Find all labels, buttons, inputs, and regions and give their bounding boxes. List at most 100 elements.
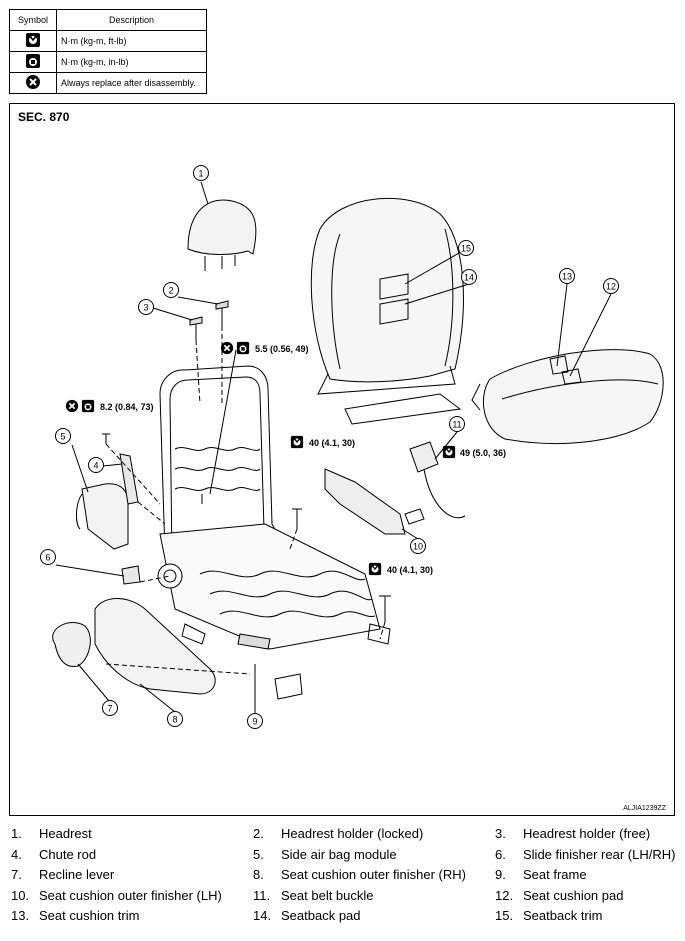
- replace-x-icon: [65, 399, 79, 413]
- part-number: 13.: [11, 908, 30, 924]
- headrest-holders-shape: [189, 300, 229, 340]
- callout-number: 5: [60, 432, 65, 442]
- part-name: Slide finisher rear (LH/RH): [523, 846, 676, 862]
- callout-marker: 8: [167, 711, 183, 727]
- callout-number: 7: [107, 704, 112, 714]
- legend-header-row: Symbol Description: [9, 9, 207, 31]
- part-name: Headrest holder (locked): [281, 826, 424, 841]
- callout-number: 9: [252, 717, 257, 727]
- callout-marker: 10: [410, 538, 426, 554]
- part-name: Seat cushion pad: [523, 887, 624, 903]
- figure-id: ALJIA1239ZZ: [623, 805, 666, 812]
- callout-marker: 5: [55, 428, 71, 444]
- legend-row: N·m (kg-m, in-lb): [9, 51, 207, 73]
- callout-number: 4: [93, 461, 98, 471]
- seat-frame-shape: [157, 365, 391, 700]
- part-number: 1.: [11, 826, 22, 841]
- seatback-shape: [310, 197, 464, 425]
- legend-description-header: Description: [56, 9, 207, 31]
- part-name: Seatback pad: [281, 908, 361, 924]
- callout-number: 15: [461, 244, 471, 254]
- part-name: Seat cushion trim: [39, 908, 140, 924]
- torque-value: 8.2 (0.84, 73): [100, 402, 154, 412]
- torque-wrench-icon: [290, 435, 304, 449]
- symbol-legend-table: Symbol Description N·m (kg-m, ft-lb) N·m…: [9, 9, 207, 94]
- part-number: 12.: [495, 887, 514, 903]
- callout-marker: 15: [458, 240, 474, 256]
- part-number: 9.: [495, 867, 506, 883]
- torque-wrench-icon: [442, 445, 456, 459]
- torque-annotation-40-a: 40 (4.1, 30): [290, 435, 355, 449]
- part-name: Side air bag module: [281, 846, 397, 862]
- bolts-shape: [102, 433, 391, 622]
- part-number: 3.: [495, 826, 506, 841]
- legend-symbol-header: Symbol: [9, 9, 57, 31]
- callout-marker: 7: [102, 700, 118, 716]
- torque-wrench-icon: [368, 562, 382, 576]
- torque-annotation-40-b: 40 (4.1, 30): [368, 562, 433, 576]
- part-number: 10.: [11, 887, 30, 903]
- part-name: Seat cushion outer finisher (RH): [281, 867, 466, 883]
- callout-number: 11: [452, 420, 461, 430]
- exploded-view-diagram: SEC. 870 ALJIA1239ZZ: [9, 103, 675, 816]
- callout-marker: 14: [461, 269, 477, 285]
- part-number: 2.: [253, 826, 264, 841]
- part-name: Headrest: [39, 826, 92, 841]
- callout-number: 14: [464, 273, 474, 283]
- callout-marker: 2: [163, 282, 179, 298]
- part-name: Seat frame: [523, 867, 587, 883]
- callout-number: 1: [198, 169, 203, 179]
- part-name: Seat belt buckle: [281, 887, 374, 903]
- callout-number: 8: [172, 715, 177, 725]
- callout-number: 3: [143, 303, 148, 313]
- part-name: Seat cushion outer finisher (LH): [39, 887, 222, 903]
- callout-marker: 13: [559, 268, 575, 284]
- legend-description: N·m (kg-m, ft-lb): [56, 30, 207, 52]
- callout-marker: 4: [88, 457, 104, 473]
- part-name: Chute rod: [39, 846, 97, 862]
- slide-finisher-shape: [121, 565, 141, 585]
- recline-lever-shape: [52, 622, 91, 668]
- callout-number: 10: [413, 542, 423, 552]
- chute-rod-shape: [119, 453, 139, 505]
- legend-row: N·m (kg-m, ft-lb): [9, 30, 207, 52]
- torque-wrench-inlb-icon: [81, 399, 95, 413]
- callout-marker: 6: [40, 549, 56, 565]
- torque-annotation-49: 49 (5.0, 36): [442, 445, 506, 459]
- parts-row: 10. Seat cushion outer finisher (LH) 11. Se…: [0, 888, 685, 906]
- torque-wrench-inlb-icon: [236, 341, 250, 355]
- replace-x-icon: [220, 341, 234, 355]
- assembly-lines-shape: [105, 326, 386, 675]
- callout-number: 13: [562, 272, 572, 282]
- legend-description: Always replace after disassembly.: [56, 72, 207, 94]
- torque-value: 40 (4.1, 30): [387, 565, 433, 575]
- torque-annotation-5-5: 5.5 (0.56, 49): [220, 341, 309, 355]
- torque-value: 49 (5.0, 36): [460, 448, 506, 458]
- part-name: Recline lever: [39, 867, 115, 883]
- leader-lines-shape: [55, 181, 612, 713]
- outer-finisher-rh-shape: [94, 598, 216, 695]
- part-number: 5.: [253, 846, 264, 862]
- side-air-bag-shape: [76, 483, 129, 550]
- part-number: 8.: [253, 867, 264, 883]
- callout-marker: 3: [138, 299, 154, 315]
- callout-number: 12: [606, 282, 616, 292]
- outer-finisher-lh-shape: [324, 468, 406, 535]
- part-number: 11.: [253, 887, 271, 903]
- headrest-shape: [187, 199, 257, 271]
- parts-row: 7. Recline lever 8. Seat cushion outer fini…: [0, 867, 685, 885]
- callout-marker: 11: [449, 416, 465, 432]
- legend-description: N·m (kg-m, in-lb): [56, 51, 207, 73]
- torque-wrench-icon: [26, 33, 40, 47]
- legend-row: Always replace after disassembly.: [9, 72, 207, 94]
- part-number: 6.: [495, 846, 506, 862]
- torque-value: 5.5 (0.56, 49): [255, 344, 309, 354]
- replace-x-icon: [26, 75, 40, 89]
- part-number: 7.: [11, 867, 22, 883]
- section-label: SEC. 870: [18, 110, 70, 124]
